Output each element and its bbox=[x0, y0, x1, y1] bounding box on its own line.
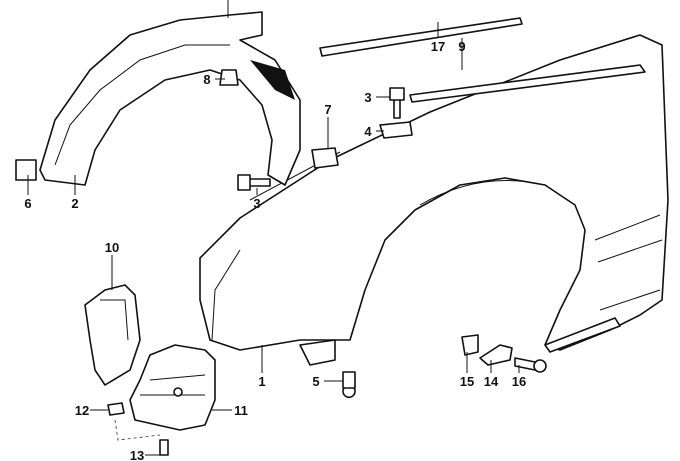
part-bracket-15[interactable] bbox=[461, 334, 479, 356]
callout-3-upper: 3 bbox=[364, 90, 371, 105]
part-screw-16-head bbox=[533, 359, 547, 373]
part-bolt-5[interactable] bbox=[342, 371, 356, 399]
callout-5: 5 bbox=[312, 374, 319, 389]
part-strip-9[interactable] bbox=[409, 64, 646, 103]
part-clip-6[interactable] bbox=[15, 159, 37, 181]
part-screw-16[interactable] bbox=[514, 357, 536, 371]
part-screw-13[interactable] bbox=[159, 439, 169, 456]
callout-4: 4 bbox=[364, 124, 372, 139]
callout-2: 2 bbox=[71, 196, 78, 211]
callout-16: 16 bbox=[512, 374, 526, 389]
callout-8: 8 bbox=[203, 72, 210, 87]
callout-3-lower: 3 bbox=[253, 196, 260, 211]
callout-9: 9 bbox=[458, 39, 465, 54]
callout-15: 15 bbox=[460, 374, 474, 389]
leader-lines bbox=[27, 22, 520, 456]
callout-7: 7 bbox=[324, 102, 331, 117]
part-nut-4[interactable] bbox=[379, 121, 413, 139]
part-strip-17[interactable] bbox=[319, 17, 523, 57]
callout-14: 14 bbox=[484, 374, 499, 389]
part-bolt-3b[interactable] bbox=[237, 174, 271, 191]
part-clip-7[interactable] bbox=[311, 147, 339, 169]
callout-12: 12 bbox=[75, 403, 89, 418]
callout-11: 11 bbox=[234, 403, 248, 418]
callout-6: 6 bbox=[24, 196, 31, 211]
callout-labels: 17 9 8 3 4 7 6 2 3 10 1 5 15 14 16 12 11… bbox=[24, 39, 526, 461]
part-cover-11[interactable] bbox=[129, 344, 216, 431]
callout-1: 1 bbox=[258, 374, 265, 389]
part-wheel-arch-liner[interactable] bbox=[39, 0, 301, 186]
part-nut-8[interactable] bbox=[219, 69, 239, 86]
callout-13: 13 bbox=[130, 448, 144, 461]
part-bolt-3a[interactable] bbox=[389, 87, 405, 119]
callout-10: 10 bbox=[105, 240, 119, 255]
part-nut-12[interactable] bbox=[107, 402, 125, 416]
callout-17: 17 bbox=[431, 39, 445, 54]
part-bracket-14[interactable] bbox=[479, 344, 513, 366]
